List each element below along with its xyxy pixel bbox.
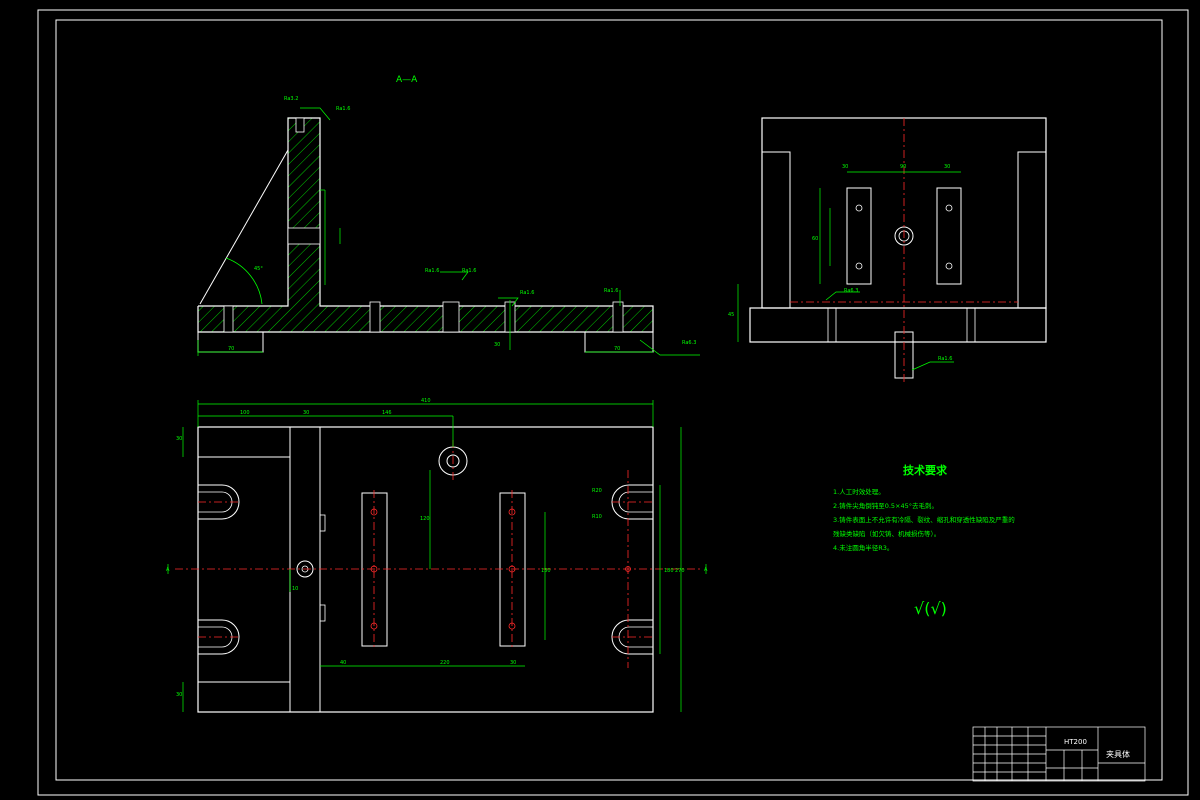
- svg-text:30: 30: [176, 692, 182, 698]
- title-block: [972, 726, 1146, 782]
- svg-text:R10: R10: [592, 514, 602, 520]
- roughness-symbol: √(√): [914, 599, 947, 618]
- svg-text:A: A: [166, 567, 170, 573]
- svg-text:Ra1.6: Ra1.6: [938, 356, 952, 362]
- tech-requirement-item: 1.人工时效处理。: [833, 488, 885, 496]
- tech-requirements-title: 技术要求: [903, 464, 947, 477]
- section-label: A—A: [396, 75, 418, 85]
- svg-text:30: 30: [176, 436, 182, 442]
- side-view: 60 30 90 30 45 Ra6.3 Ra1.6: [728, 117, 1047, 385]
- svg-text:Ra1.6: Ra1.6: [425, 268, 439, 274]
- section-view: A—A: [197, 75, 700, 356]
- svg-text:Ra1.6: Ra1.6: [462, 268, 476, 274]
- svg-text:180: 180: [664, 568, 674, 574]
- svg-text:70: 70: [228, 346, 234, 352]
- svg-text:146: 146: [382, 410, 392, 416]
- svg-text:120: 120: [420, 516, 430, 522]
- svg-text:30: 30: [944, 164, 950, 170]
- svg-text:130: 130: [541, 568, 551, 574]
- svg-text:410: 410: [421, 398, 431, 404]
- svg-text:30: 30: [303, 410, 309, 416]
- inner-frame: [55, 19, 1163, 781]
- svg-text:90: 90: [900, 164, 906, 170]
- tech-requirement-item: 4.未注圆角半径R3。: [833, 544, 894, 552]
- tech-requirement-item: 2.铸件尖角倒钝至0.5×45°去毛刺。: [833, 502, 939, 510]
- svg-text:Ra6.3: Ra6.3: [682, 340, 696, 346]
- svg-text:Ra1.6: Ra1.6: [520, 290, 534, 296]
- part-name: 夹具体: [1106, 749, 1130, 759]
- svg-text:Ra3.2: Ra3.2: [284, 96, 298, 102]
- svg-text:70: 70: [614, 346, 620, 352]
- tech-requirement-item: 3.铸件表面上不允许有冷隔、裂纹、缩孔和穿透性缺陷及严重的: [833, 516, 1015, 524]
- svg-text:30: 30: [842, 164, 848, 170]
- svg-text:30: 30: [494, 342, 500, 348]
- svg-text:270: 270: [675, 568, 685, 574]
- svg-text:100: 100: [240, 410, 250, 416]
- svg-text:Ra1.6: Ra1.6: [336, 106, 350, 112]
- material-label: HT200: [1064, 738, 1087, 746]
- svg-text:220: 220: [440, 660, 450, 666]
- tech-requirement-item: 残缺类缺陷（如欠铸、机械损伤等）。: [833, 530, 941, 538]
- svg-text:10: 10: [292, 586, 298, 592]
- outer-frame: [37, 9, 1189, 796]
- svg-text:40: 40: [340, 660, 346, 666]
- svg-text:60: 60: [812, 236, 818, 242]
- svg-text:R20: R20: [592, 488, 602, 494]
- svg-text:30: 30: [510, 660, 516, 666]
- svg-text:45: 45: [728, 312, 734, 318]
- svg-text:45°: 45°: [254, 266, 263, 272]
- svg-text:Ra1.6: Ra1.6: [604, 288, 618, 294]
- svg-text:A: A: [704, 567, 708, 573]
- svg-text:Ra6.3: Ra6.3: [844, 288, 858, 294]
